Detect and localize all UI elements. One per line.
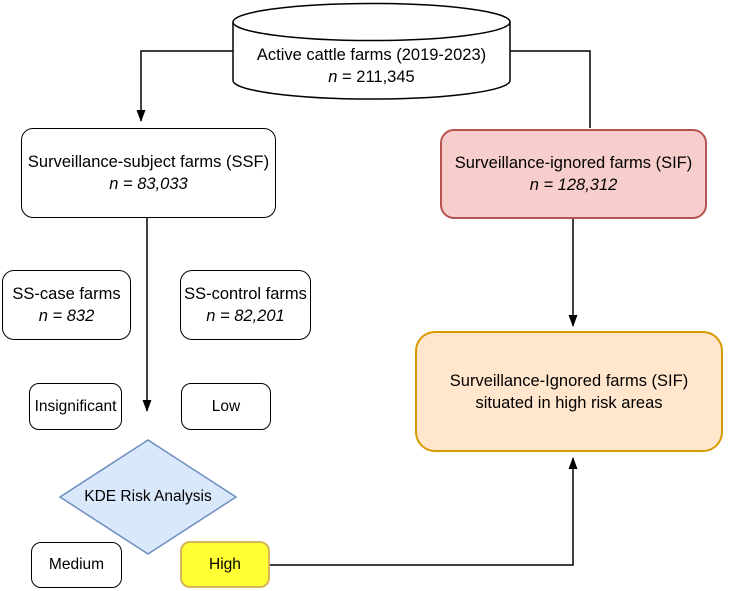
node-label: Medium <box>48 556 105 573</box>
node-label: Surveillance-subject farms (SSF) <box>27 153 270 171</box>
node-label: Surveillance-ignored farms (SIF) <box>454 154 693 172</box>
node-sif-high-risk-areas: Surveillance-Ignored farms (SIF) situate… <box>415 331 723 452</box>
node-label: High <box>209 555 241 573</box>
node-label: SS-case farms <box>12 285 121 303</box>
node-label: Surveillance-Ignored farms (SIF) situate… <box>449 371 689 412</box>
node-kde-risk-analysis: KDE Risk Analysis <box>60 484 236 510</box>
node-ss-case-farms: SS-case farms n = 832 <box>2 270 131 340</box>
node-risk-low: Low <box>181 383 271 430</box>
arrow-database-to-ssf <box>136 50 233 122</box>
node-label: Active cattle farms (2019-2023) <box>256 46 487 64</box>
database-cylinder-shape <box>232 2 511 100</box>
node-risk-medium: Medium <box>31 542 122 588</box>
node-count: n = 128,312 <box>529 176 618 194</box>
node-label: KDE Risk Analysis <box>84 488 212 505</box>
node-count: n = 832 <box>38 307 95 325</box>
node-label: Insignificant <box>34 397 117 415</box>
node-label: SS-control farms <box>184 285 307 303</box>
node-ss-control-farms: SS-control farms n = 82,201 <box>180 270 311 340</box>
node-risk-insignificant: Insignificant <box>29 383 122 430</box>
arrow-high-to-sif-high-risk <box>270 457 578 566</box>
node-label: Low <box>211 397 241 415</box>
node-count: n = 82,201 <box>206 307 285 325</box>
line-database-to-sif <box>510 50 591 128</box>
node-active-cattle-farms: Active cattle farms (2019-2023) n = 211,… <box>233 42 510 90</box>
node-count: n = 211,345 <box>328 68 415 86</box>
kde-diamond-shape <box>58 439 238 555</box>
node-surveillance-subject-farms: Surveillance-subject farms (SSF) n = 83,… <box>21 128 276 218</box>
node-risk-high: High <box>180 541 270 588</box>
node-count: n = 83,033 <box>109 175 188 193</box>
node-surveillance-ignored-farms: Surveillance-ignored farms (SIF) n = 128… <box>440 129 707 219</box>
